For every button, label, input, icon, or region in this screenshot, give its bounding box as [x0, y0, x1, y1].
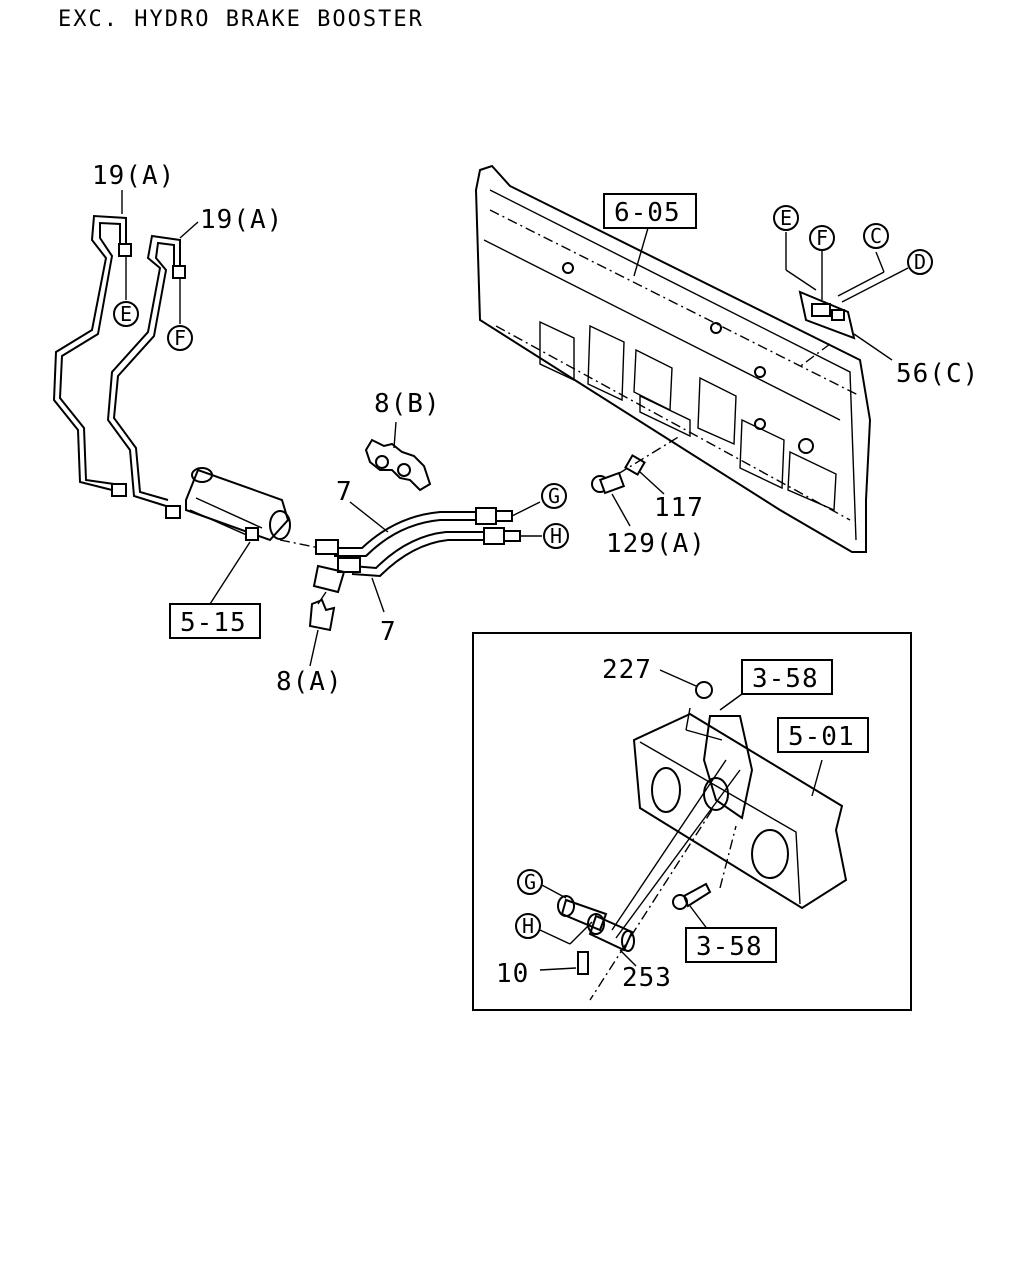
callout-253: 253: [622, 963, 672, 993]
frame-5-15: [185, 467, 321, 605]
svg-text:H: H: [522, 914, 534, 938]
detail-inset-box: [472, 632, 912, 1011]
svg-text:5-01: 5-01: [788, 722, 855, 752]
callout-7-upper: 7: [336, 477, 353, 507]
connector-G-pipe: G: [511, 483, 567, 517]
clip-8a: [308, 564, 346, 667]
ref-box-3-58-top: 3-58: [741, 659, 833, 695]
bracket-3-58-top: [589, 669, 754, 1001]
ref-box-3-58-bottom: 3-58: [685, 927, 777, 963]
callout-8a: 8(A): [276, 667, 343, 697]
brake-pipes-7: [315, 501, 521, 613]
svg-text:C: C: [870, 224, 882, 248]
connector-F-top: F: [809, 225, 835, 251]
brake-pipes-19a: [52, 214, 186, 519]
svg-text:6-05: 6-05: [614, 198, 681, 228]
clip-8b: [364, 421, 432, 492]
diagram-title: EXC. HYDRO BRAKE BOOSTER: [58, 7, 424, 32]
bolt-129a-and-117: [591, 435, 681, 527]
svg-text:H: H: [550, 524, 562, 548]
callout-7-lower: 7: [380, 617, 397, 647]
connector-E-pipe: E: [113, 256, 139, 327]
svg-text:F: F: [174, 326, 186, 350]
ref-box-5-01: 5-01: [777, 717, 869, 753]
svg-text:3-58: 3-58: [752, 664, 819, 694]
svg-text:D: D: [914, 250, 926, 274]
svg-text:F: F: [816, 226, 828, 250]
callout-227: 227: [602, 655, 652, 685]
svg-text:E: E: [780, 206, 792, 230]
panel-6-05: [474, 164, 872, 553]
svg-text:3-58: 3-58: [696, 932, 763, 962]
callout-19a-right: 19(A): [200, 205, 283, 235]
connector-H-detail: H: [515, 913, 541, 939]
callout-117: 117: [654, 493, 704, 523]
callout-19a-left: 19(A): [92, 161, 175, 191]
callout-8b: 8(B): [374, 389, 441, 419]
callout-10: 10: [496, 959, 529, 989]
connector-H-pipe: H: [520, 523, 569, 549]
ref-box-6-05: 6-05: [603, 193, 697, 229]
connector-G-detail: G: [517, 869, 543, 895]
bolt-3-58-bottom: [672, 825, 737, 931]
callout-129a: 129(A): [606, 529, 706, 559]
connector-C: C: [863, 223, 889, 249]
ref-box-5-15: 5-15: [169, 603, 261, 639]
hose-253-assembly: [539, 883, 637, 975]
svg-text:G: G: [548, 484, 560, 508]
connector-E-top: E: [773, 205, 799, 231]
svg-text:5-15: 5-15: [180, 608, 247, 638]
svg-text:E: E: [120, 302, 132, 326]
connector-F-pipe: F: [167, 278, 193, 351]
bracket-56c: [785, 232, 909, 369]
svg-text:G: G: [524, 870, 536, 894]
callout-56c: 56(C): [896, 359, 979, 389]
frame-5-01: [632, 712, 848, 910]
connector-D: D: [907, 249, 933, 275]
